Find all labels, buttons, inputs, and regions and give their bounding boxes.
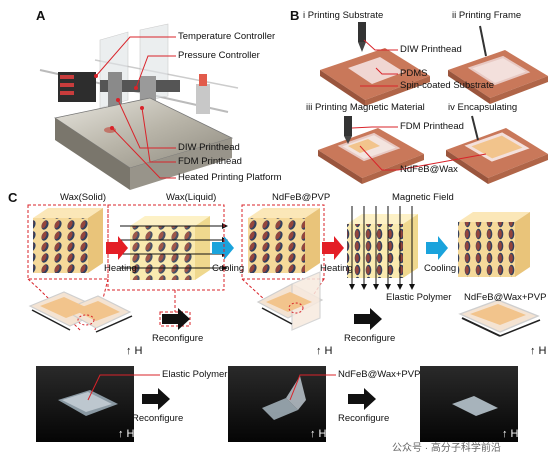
diw-printhead-label-b: DIW Printhead [400, 44, 462, 55]
fdm-printhead-label: FDM Printhead [178, 156, 242, 167]
watermark: 公众号 · 高分子科学前沿 [392, 443, 501, 454]
step-iii-label: iii Printing Magnetic Material [306, 102, 425, 113]
device-1 [28, 291, 133, 333]
panel-b-label: B [290, 8, 300, 23]
panel-a-label: A [36, 8, 46, 23]
step-iii-illustration [318, 116, 424, 184]
photo-field-symbol-1: ↑ H [118, 428, 135, 440]
wax-liquid-label: Wax(Liquid) [166, 192, 217, 203]
cooling-1-label: Cooling [212, 263, 245, 274]
printer-illustration [39, 23, 239, 190]
cooling-2-label: Cooling [424, 263, 457, 274]
process-arrows [106, 236, 448, 260]
field-symbol-1: ↑ H [126, 345, 143, 357]
device-3 [458, 299, 541, 337]
pressure-controller-label: Pressure Controller [178, 50, 260, 61]
photo-field-symbol-3: ↑ H [502, 428, 519, 440]
field-symbol-3: ↑ H [530, 345, 547, 357]
pdms-label: PDMS [400, 68, 428, 79]
spin-coated-label: Spin-coated Substrate [400, 80, 495, 91]
ndfeb-wax-label: NdFeB@Wax [400, 164, 458, 175]
temperature-controller-label: Temperature Controller [178, 31, 276, 42]
cube-1-wax-solid [33, 208, 103, 273]
fdm-printhead-label-b: FDM Printhead [400, 121, 464, 132]
photo-3 [420, 366, 518, 442]
field-symbol-2: ↑ H [316, 345, 333, 357]
step-i-label: i Printing Substrate [303, 10, 384, 21]
reconfigure-label-4: Reconfigure [338, 413, 390, 424]
step-iv-illustration [446, 115, 548, 184]
reconfigure-arrows [142, 308, 382, 410]
photo-elastic-polymer-label: Elastic Polymer [162, 369, 228, 380]
panel-c-label: C [8, 190, 18, 205]
photo-field-symbol-2: ↑ H [310, 428, 327, 440]
step-iv-label: iv Encapsulating [448, 102, 518, 113]
magnetic-field-label: Magnetic Field [392, 192, 454, 203]
cube-5-final [458, 212, 530, 277]
wax-solid-label: Wax(Solid) [60, 192, 107, 203]
reconfigure-label-3: Reconfigure [132, 413, 184, 424]
photo-1 [36, 366, 134, 442]
reconfigure-label-2: Reconfigure [344, 333, 396, 344]
panel-a-callout-lines [95, 36, 176, 179]
reconfigure-label-1: Reconfigure [152, 333, 204, 344]
heating-2-label: Heating [320, 263, 353, 274]
photo-ndfeb-wax-pvp-label: NdFeB@Wax+PVP [338, 369, 421, 380]
diw-printhead-label: DIW Printhead [178, 142, 240, 153]
step-i-illustration [320, 22, 430, 106]
cube-2-wax-liquid [120, 216, 228, 280]
heating-1-label: Heating [104, 263, 137, 274]
step-ii-illustration [448, 25, 548, 104]
photo-callout-lines [87, 374, 336, 401]
zoom-guides [27, 204, 325, 331]
elastic-polymer-label-c: Elastic Polymer [386, 292, 452, 303]
heated-platform-label: Heated Printing Platform [178, 172, 282, 183]
device-2 [256, 271, 324, 331]
cube-4-magnetic-field [347, 206, 418, 290]
photo-2 [228, 366, 326, 442]
cube-3-ndfeb-pvp [248, 208, 320, 273]
step-ii-label: ii Printing Frame [452, 10, 522, 21]
ndfeb-wax-pvp-label-c: NdFeB@Wax+PVP [464, 292, 547, 303]
panel-b-callout-lines [351, 39, 487, 171]
ndfeb-pvp-label: NdFeB@PVP [272, 192, 331, 203]
